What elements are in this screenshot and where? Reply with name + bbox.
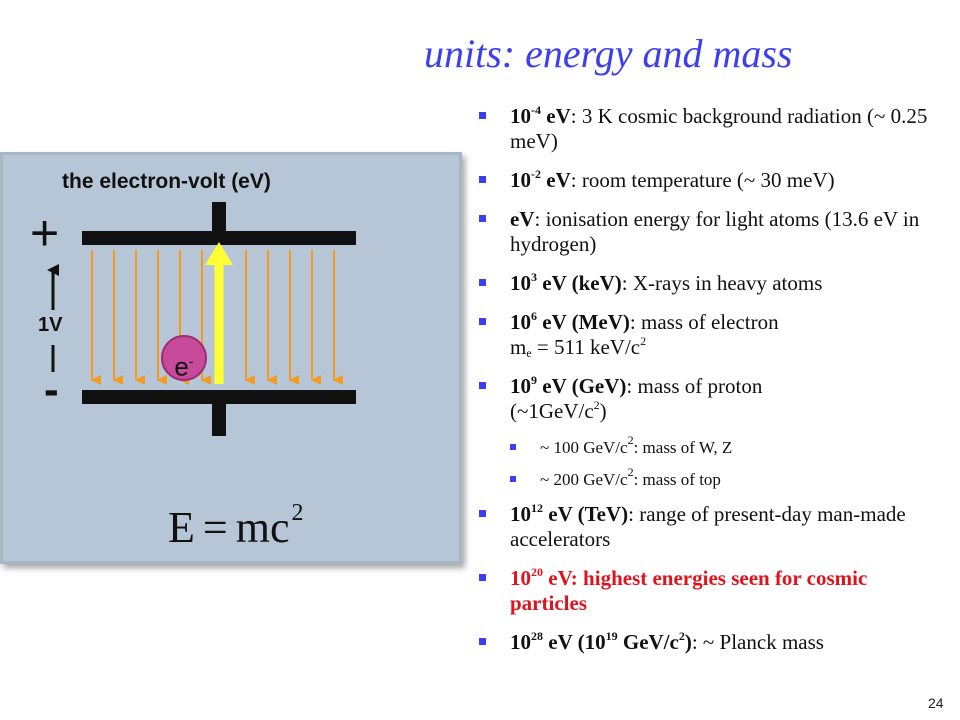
minus-sign: - bbox=[44, 365, 59, 414]
list-item: 1012 eV (TeV): range of present-day man-… bbox=[476, 502, 946, 552]
bullet-icon bbox=[510, 476, 516, 482]
bullet-icon bbox=[479, 318, 486, 325]
bullet-icon bbox=[479, 510, 486, 517]
list-item-highlight: 1020 eV: highest energies seen for cosmi… bbox=[476, 566, 946, 616]
list-item: eV: ionisation energy for light atoms (1… bbox=[476, 207, 946, 257]
list-item: 10-2 eV: room temperature (~ 30 meV) bbox=[476, 168, 946, 193]
electron-label: e- bbox=[174, 351, 194, 382]
page-number: 24 bbox=[928, 695, 944, 711]
slide-title: units: energy and mass bbox=[424, 31, 793, 76]
list-item: 10-4 eV: 3 K cosmic background radiation… bbox=[476, 104, 946, 154]
voltage-label: 1V bbox=[38, 314, 63, 336]
list-subitem: ~ 200 GeV/c2: mass of top bbox=[476, 466, 946, 490]
bullet-icon bbox=[479, 382, 486, 389]
mass-energy-formula: E=mc2 bbox=[168, 500, 304, 552]
list-item: 103 eV (keV): X-rays in heavy atoms bbox=[476, 271, 946, 296]
bullet-icon bbox=[479, 574, 486, 581]
bullet-icon bbox=[510, 444, 516, 450]
electron-volt-panel bbox=[0, 152, 462, 564]
bullet-icon bbox=[479, 279, 486, 286]
bullet-icon bbox=[479, 176, 486, 183]
plus-sign: + bbox=[30, 205, 60, 261]
list-item: 1028 eV (1019 GeV/c2): ~ Planck mass bbox=[476, 630, 946, 655]
panel-title: the electron-volt (eV) bbox=[62, 170, 271, 193]
list-subitem: ~ 100 GeV/c2: mass of W, Z bbox=[476, 434, 946, 458]
bullet-icon bbox=[479, 215, 486, 222]
list-item: 109 eV (GeV): mass of proton(~1GeV/c2) bbox=[476, 374, 946, 424]
bullet-icon bbox=[479, 112, 486, 119]
bullet-icon bbox=[479, 638, 486, 645]
energy-scale-list: 10-4 eV: 3 K cosmic background radiation… bbox=[476, 104, 946, 669]
